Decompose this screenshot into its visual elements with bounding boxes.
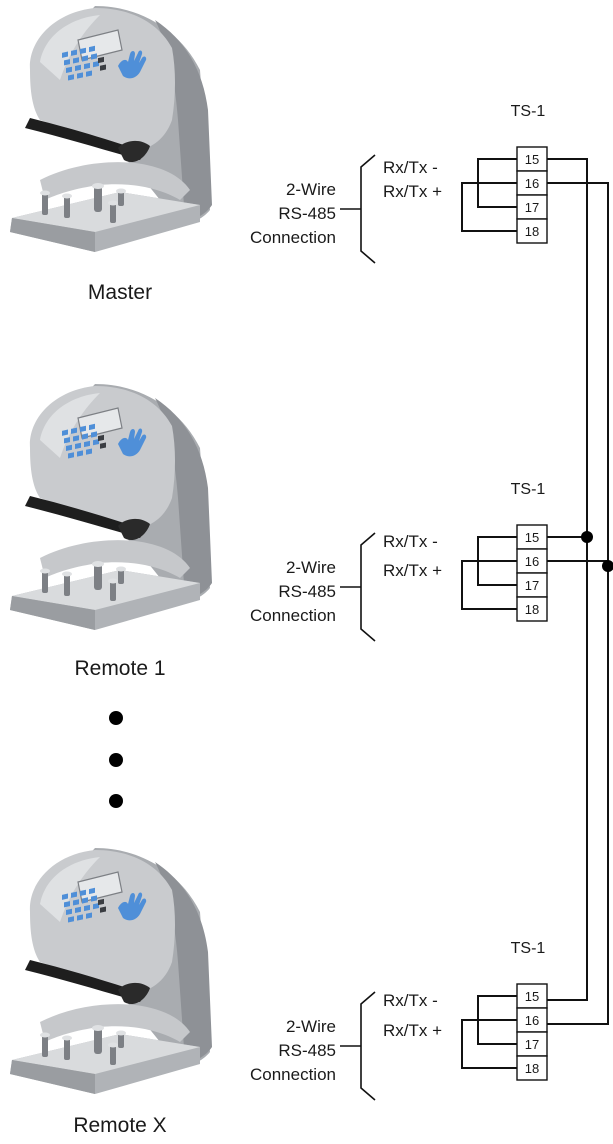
remote-x-terminal-block (339, 983, 548, 1101)
master-signal-rxtx-minus: Rx/Tx - (383, 158, 438, 177)
master-connection-line-2: RS-485 (278, 204, 336, 223)
remote-1-connection-line-1: 2-Wire (286, 558, 336, 577)
remote-1-device-label: Remote 1 (74, 657, 165, 680)
rs485-bus (547, 158, 613, 1025)
master-terminal-block (339, 146, 548, 264)
remote-1-terminal-15: 15 (525, 530, 539, 545)
master-hand-reader-device (9, 5, 213, 253)
remote-1-unit: Remote 1 2-Wire RS-485 Connection Rx/Tx … (9, 383, 548, 680)
master-signal-rxtx-plus: Rx/Tx + (383, 182, 442, 201)
remote-1-signal-rxtx-minus: Rx/Tx - (383, 532, 438, 551)
remote-1-signal-rxtx-plus: Rx/Tx + (383, 561, 442, 580)
remote-1-connection-line-3: Connection (250, 606, 336, 625)
remote-x-signal-rxtx-minus: Rx/Tx - (383, 991, 438, 1010)
remote-x-signal-rxtx-plus: Rx/Tx + (383, 1021, 442, 1040)
remote-x-connection-line-3: Connection (250, 1065, 336, 1084)
bus-rxtx-minus-wire (547, 158, 588, 1001)
remote-1-ts-label: TS-1 (511, 481, 546, 498)
remote-x-terminal-18: 18 (525, 1061, 539, 1076)
remote-x-hand-reader-device (9, 847, 213, 1095)
remote-x-terminal-16: 16 (525, 1013, 539, 1028)
ellipsis-dots-icon (109, 711, 123, 808)
remote-x-connection-line-2: RS-485 (278, 1041, 336, 1060)
junction-dot-plus (602, 560, 613, 572)
remote-1-terminal-block (339, 524, 548, 642)
master-terminal-15: 15 (525, 152, 539, 167)
remote-1-terminal-17: 17 (525, 578, 539, 593)
remote-x-ts-label: TS-1 (511, 940, 546, 957)
master-ts-label: TS-1 (511, 103, 546, 120)
master-terminal-17: 17 (525, 200, 539, 215)
bus-rxtx-plus-wire (547, 182, 609, 1025)
master-connection-line-3: Connection (250, 228, 336, 247)
remote-1-hand-reader-device (9, 383, 213, 631)
remote-1-terminal-18: 18 (525, 602, 539, 617)
master-unit: Master 2-Wire RS-485 Connection Rx/Tx - … (9, 5, 548, 304)
master-terminal-16: 16 (525, 176, 539, 191)
remote-1-terminal-16: 16 (525, 554, 539, 569)
master-device-label: Master (88, 281, 152, 304)
remote-x-device-label: Remote X (73, 1114, 166, 1137)
master-terminal-18: 18 (525, 224, 539, 239)
remote-x-connection-line-1: 2-Wire (286, 1017, 336, 1036)
remote-1-connection-line-2: RS-485 (278, 582, 336, 601)
remote-x-terminal-15: 15 (525, 989, 539, 1004)
remote-x-unit: Remote X 2-Wire RS-485 Connection Rx/Tx … (9, 847, 548, 1137)
master-connection-line-1: 2-Wire (286, 180, 336, 199)
junction-dot-minus (581, 531, 593, 543)
remote-x-terminal-17: 17 (525, 1037, 539, 1052)
